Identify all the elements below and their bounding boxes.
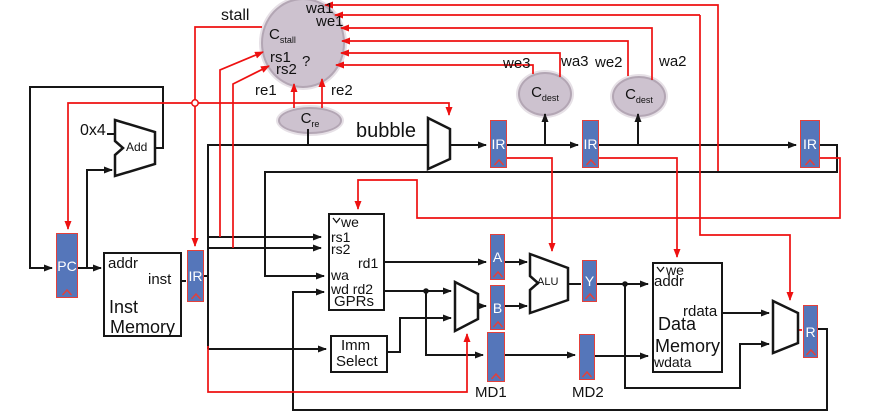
c-stall-rs2-label: rs2 — [276, 61, 297, 78]
gprs-wa-label: wa — [331, 267, 349, 283]
data-memory-addr-label: addr — [654, 273, 685, 290]
r-register-label: R — [805, 323, 816, 340]
c-stall-label: Cstall — [269, 26, 296, 45]
gprs-we-label: we — [341, 214, 359, 230]
ir-register-label: IR — [491, 136, 506, 152]
y-register: Y — [582, 260, 597, 302]
inst-memory-addr-label: addr — [108, 255, 139, 272]
c-dest-label: Cdest — [625, 86, 653, 106]
we2-signal-label: we2 — [595, 54, 623, 71]
inst-memory-block — [103, 252, 182, 337]
c-re-label: Cre — [300, 110, 320, 130]
alu-shape — [528, 252, 570, 315]
clock-chevron-icon — [493, 159, 504, 166]
b-register: B — [490, 285, 505, 330]
data-memory-title-line2: Memory — [655, 336, 721, 356]
pc-register-label: PC — [57, 257, 77, 274]
ir-register-label: IR — [188, 268, 203, 284]
data-memory-title-line1: Data — [658, 314, 697, 334]
c-stall-ellipse: Cstall rs1 rs2 ? — [261, 0, 345, 88]
functional-shapes — [113, 115, 800, 355]
const-0x4-label: 0x4 — [80, 122, 106, 139]
inst-memory-title-line2: Memory — [110, 317, 176, 337]
a-register-label: A — [492, 249, 503, 265]
red-control-wires — [64, 1, 841, 393]
clock-chevron-icon — [332, 217, 341, 224]
stall-junction-node — [191, 99, 199, 107]
ir-register-label: IR — [803, 136, 817, 152]
clock-chevron-icon — [656, 266, 665, 273]
ir-writeback-register: IR — [800, 120, 820, 168]
clock-chevron-icon — [584, 293, 595, 300]
wa2-signal-label: wa2 — [659, 53, 687, 70]
clock-chevron-icon — [61, 289, 73, 296]
clock-chevron-icon — [804, 159, 816, 166]
r-register: R — [803, 305, 818, 358]
imm-select-block — [330, 335, 388, 373]
data-memory-wdata-label: wdata — [654, 354, 692, 370]
bubble-label: bubble — [356, 120, 417, 142]
ir-register-label: IR — [583, 136, 598, 152]
imm-select-line2: Select — [336, 353, 378, 370]
y-register-label: Y — [584, 273, 595, 289]
md1-register — [487, 332, 505, 382]
ir-execute-register: IR — [490, 120, 507, 168]
clock-chevron-icon — [492, 321, 503, 328]
gprs-block — [328, 213, 385, 311]
we3-signal-label: we3 — [503, 55, 531, 72]
alu-label: ALU — [537, 276, 559, 288]
clock-chevron-icon — [805, 349, 816, 356]
data-memory-block — [652, 262, 723, 373]
inst-memory-inst-label: inst — [148, 271, 172, 288]
operand-b-mux — [453, 279, 480, 334]
md1-register-label: MD1 — [475, 384, 507, 401]
add-unit-shape — [113, 118, 157, 178]
md2-register — [579, 334, 595, 380]
c-dest-label: Cdest — [531, 83, 559, 103]
clock-chevron-icon — [190, 293, 201, 300]
gprs-rd1-label: rd1 — [358, 255, 379, 271]
bubble-mux — [426, 115, 452, 171]
clock-chevron-icon — [492, 271, 503, 278]
writeback-mux — [771, 299, 800, 355]
re1-signal-label: re1 — [255, 82, 277, 99]
data-memory-we-label: we — [666, 262, 684, 278]
c-re-ellipse: Cre — [278, 107, 342, 134]
clock-chevron-icon — [490, 373, 502, 380]
c-dest-mem-ellipse: Cdest — [612, 76, 666, 117]
c-stall-question-label: ? — [302, 53, 311, 70]
gprs-title-label: GPRs — [334, 293, 375, 310]
md2-register-label: MD2 — [572, 384, 604, 401]
black-datapath-wires — [29, 86, 838, 411]
add-unit-label: Add — [126, 140, 148, 154]
data-memory-rdata-label: rdata — [683, 303, 718, 320]
gprs-rs1-label: rs1 — [331, 229, 351, 245]
clock-chevron-icon — [581, 371, 593, 378]
gprs-rs2-label: rs2 — [331, 241, 351, 257]
wa3-signal-label: wa3 — [561, 53, 589, 70]
c-dest-ex-ellipse: Cdest — [518, 72, 572, 116]
a-register: A — [490, 234, 505, 280]
ir-memory-register: IR — [582, 120, 599, 168]
re2-signal-label: re2 — [331, 82, 353, 99]
inst-memory-title-line1: Inst — [109, 297, 139, 317]
ir-decode-register: IR — [187, 250, 204, 302]
we1-signal-label: we1 — [316, 13, 344, 30]
pc-register: PC — [56, 233, 78, 298]
c-stall-rs1-label: rs1 — [270, 49, 291, 66]
gprs-wd-rd2-label: wd rd2 — [331, 281, 374, 297]
clock-chevron-icon — [585, 159, 596, 166]
imm-select-line1: Imm — [341, 337, 371, 354]
stall-signal-label: stall — [221, 7, 250, 24]
b-register-label: B — [492, 299, 503, 316]
